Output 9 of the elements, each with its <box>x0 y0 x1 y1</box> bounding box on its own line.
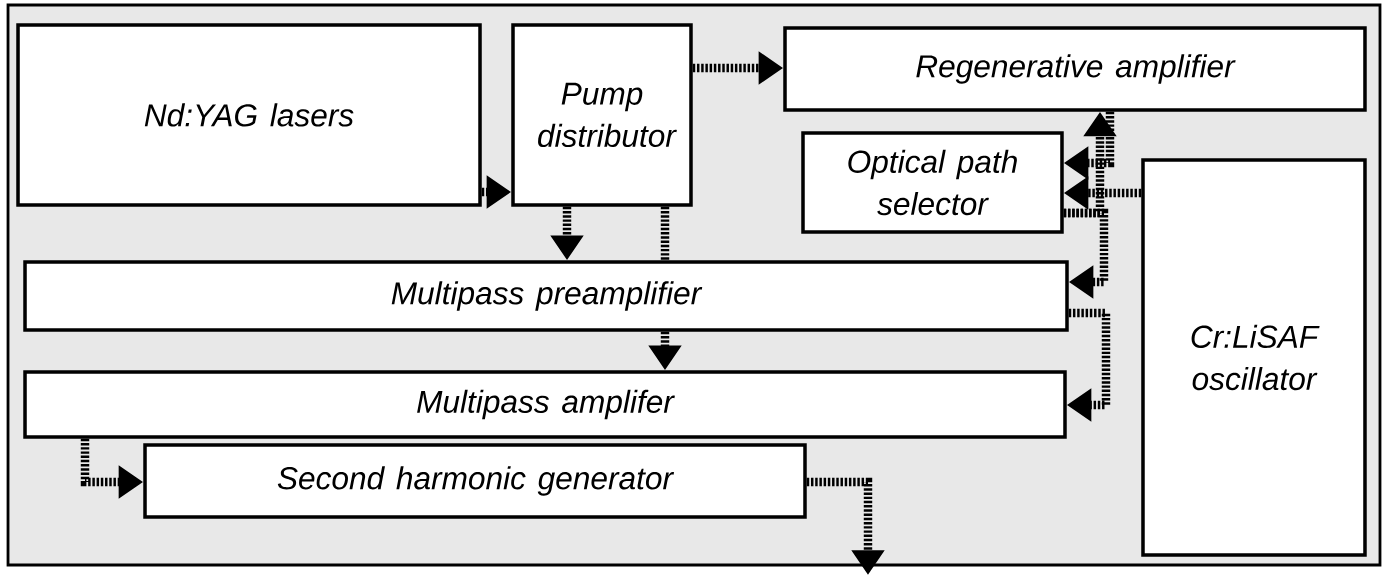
process-box: Pump distributor <box>511 23 693 207</box>
process-box: Optical path selector <box>801 131 1064 234</box>
process-box: Nd:YAG lasers <box>16 23 482 207</box>
arrow <box>1063 208 1109 299</box>
process-box: Multipass preamplifier <box>23 260 1069 332</box>
process-box: Multipass amplifer <box>23 370 1067 439</box>
process-box: Cr:LiSAF oscillator <box>1141 158 1367 557</box>
process-box: Second harmonic generator <box>143 443 807 519</box>
process-box: Regenerative amplifier <box>783 26 1367 112</box>
